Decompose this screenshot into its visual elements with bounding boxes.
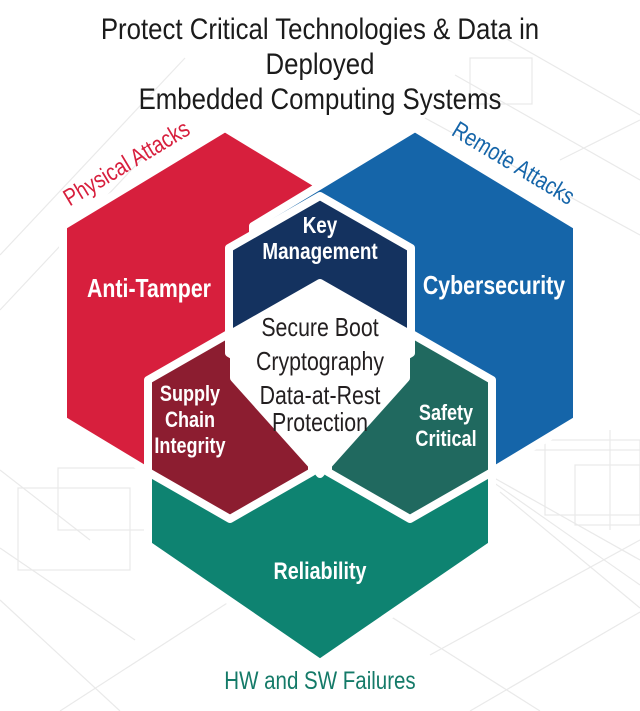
safety-critical-line-1: Safety [418, 400, 474, 425]
center-item-data-at-rest: Data-at-Rest Protection [259, 380, 381, 437]
reliability-label: Reliability [273, 558, 367, 585]
anti-tamper-label: Anti-Tamper [87, 273, 211, 303]
title-line-2: Embedded Computing Systems [138, 83, 502, 116]
key-management-label: Key Management [230, 212, 410, 264]
supply-chain-line-1: Supply [159, 381, 221, 406]
center-item-secure-boot: Secure Boot [261, 312, 379, 342]
hw-sw-failures-label: HW and SW Failures [224, 667, 416, 695]
cybersecurity-label: Cybersecurity [422, 270, 566, 300]
safety-critical-line-2: Critical [415, 426, 477, 451]
supply-chain-line-3: Integrity [154, 433, 226, 458]
title-line-1: Protect Critical Technologies & Data in … [100, 13, 540, 81]
center-item-cryptography: Cryptography [256, 346, 384, 376]
center-hexagon [230, 279, 410, 478]
key-management-line-1: Key [302, 212, 338, 238]
safety-critical-label: Safety Critical [376, 400, 516, 452]
page-title: Protect Critical Technologies & Data in … [0, 12, 640, 117]
key-management-line-2: Management [262, 238, 378, 264]
supply-chain-line-2: Chain [164, 407, 216, 432]
supply-chain-label: Supply Chain Integrity [120, 381, 260, 459]
